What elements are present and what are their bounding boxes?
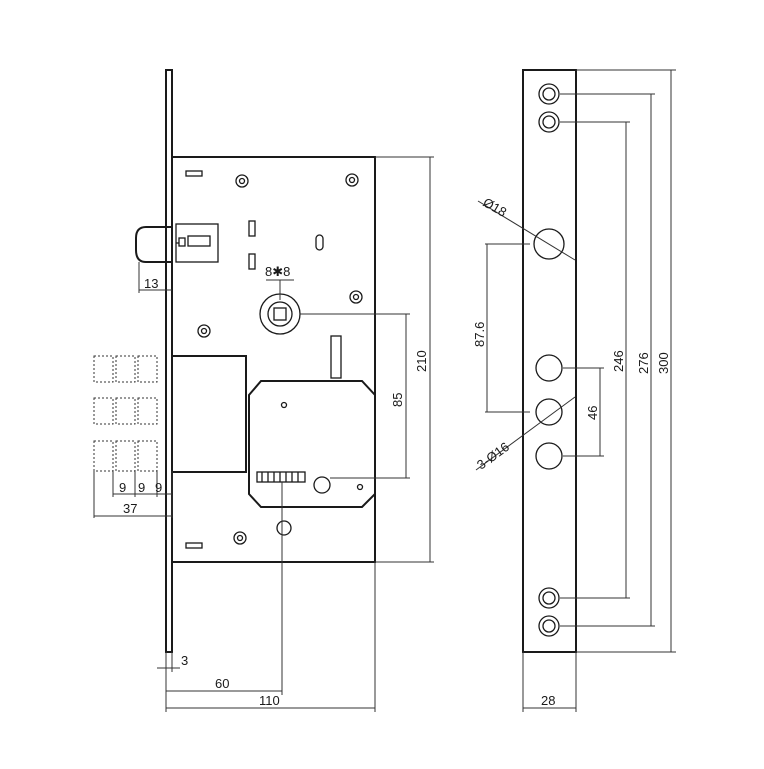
keyhole-slot xyxy=(315,234,324,251)
slot-top xyxy=(185,170,203,177)
lower-hole xyxy=(276,520,292,536)
dim-60-label: 60 xyxy=(215,676,229,691)
dim-9a-label: 9 xyxy=(119,480,126,495)
dim-246-label: 246 xyxy=(611,350,626,372)
dim-300-label: 300 xyxy=(656,352,671,374)
slot-vertical-1 xyxy=(248,220,256,237)
lock-case xyxy=(171,156,376,563)
dim-110-label: 110 xyxy=(259,693,280,708)
cylinder-pocket xyxy=(248,380,376,508)
stop-bar xyxy=(330,335,342,379)
dim-46-label: 46 xyxy=(585,406,600,420)
dim-8x8-label: 8✱8 xyxy=(265,264,290,279)
dim-3-label: 3 xyxy=(181,653,188,668)
lock-body-view: 13 8✱8 xyxy=(93,69,434,712)
faceplate-view: Ø18 3-Ø16 87.6 46 246 276 300 xyxy=(472,69,676,712)
deadbolt-throw-steps xyxy=(93,355,158,472)
slot-vertical-2 xyxy=(248,253,256,270)
latch-bolt xyxy=(135,223,219,263)
dim-276-label: 276 xyxy=(636,352,651,374)
screw-holes xyxy=(538,83,560,637)
dim-9b-label: 9 xyxy=(138,480,145,495)
dim-13-label: 13 xyxy=(144,276,158,291)
dim-37-label: 37 xyxy=(123,501,137,516)
dim-3d16-label: 3-Ø16 xyxy=(474,439,512,472)
slot-bottom xyxy=(185,542,203,549)
deadbolt-block xyxy=(171,355,247,473)
screw-bosses xyxy=(197,173,363,545)
holes-3-d16 xyxy=(535,354,563,470)
dim-d18-label: Ø18 xyxy=(481,195,510,220)
dim-210-label: 210 xyxy=(414,350,429,372)
dim-9c-label: 9 xyxy=(155,480,162,495)
dim-87-6-label: 87.6 xyxy=(472,322,487,347)
hole-d18 xyxy=(533,228,565,260)
faceplate-front xyxy=(522,69,577,653)
dim-28-label: 28 xyxy=(541,693,555,708)
dim-85-label: 85 xyxy=(390,393,405,407)
